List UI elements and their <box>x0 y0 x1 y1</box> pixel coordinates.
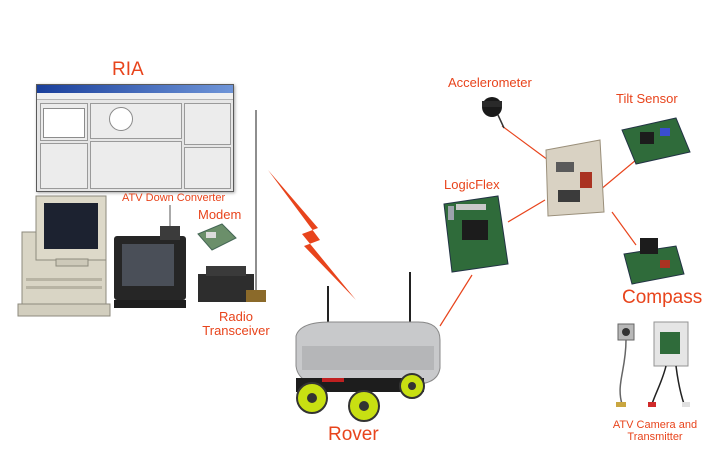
connector-tilt-hub <box>599 159 637 191</box>
rover-device <box>295 272 441 422</box>
ria-application-window <box>36 84 234 192</box>
connector-compass-hub <box>611 211 637 246</box>
tilt-sensor-board <box>621 117 691 165</box>
ria-panel-inclinometer <box>90 141 182 189</box>
ria-window-menubar <box>37 93 233 100</box>
label-logicflex: LogicFlex <box>444 177 500 192</box>
keyboard <box>17 303 111 317</box>
label-tilt-sensor: Tilt Sensor <box>616 91 678 106</box>
logicflex-board <box>443 195 509 273</box>
connector-accelerometer-hub <box>501 125 549 161</box>
ria-panel-accelerometer <box>184 103 231 145</box>
connector-logicflex-rover <box>439 274 473 327</box>
label-atv-camera-line1: ATV Camera and <box>612 419 698 431</box>
ria-panel-motion <box>184 147 231 189</box>
ria-window-body <box>37 100 233 191</box>
label-radio-transceiver-line2: Transceiver <box>202 322 270 338</box>
connector-logicflex-hub <box>507 199 546 223</box>
ria-compass-dial <box>109 107 133 131</box>
label-rover: Rover <box>328 424 379 445</box>
accelerometer-device <box>482 97 505 129</box>
label-accelerometer: Accelerometer <box>448 75 532 90</box>
sensor-hub-board <box>545 139 605 217</box>
modem-board <box>197 223 237 251</box>
label-atv-camera: ATV Camera and Transmitter <box>600 419 710 443</box>
crt-screen <box>44 203 98 249</box>
tv-monitor <box>114 236 186 308</box>
atv-camera-device <box>616 321 690 407</box>
ria-panel-compass <box>90 103 182 139</box>
ria-panel-status <box>40 143 88 189</box>
radio-transceiver-device <box>198 110 266 302</box>
lightning-bolt-icon <box>268 170 356 300</box>
label-compass: Compass <box>622 287 703 308</box>
label-radio-transceiver-line1: Radio <box>219 309 253 324</box>
label-atv-camera-line2: Transmitter <box>627 430 683 443</box>
label-ria: RIA <box>112 59 144 80</box>
ria-window-titlebar <box>37 85 233 93</box>
label-atv-down-converter: ATV Down Converter <box>122 192 226 204</box>
label-radio-transceiver: Radio Transceiver <box>196 310 276 337</box>
atv-down-converter-device <box>160 205 180 240</box>
compass-board <box>623 238 685 285</box>
desktop-computer <box>17 195 111 317</box>
ria-command-area <box>43 108 85 138</box>
label-modem: Modem <box>198 207 242 222</box>
